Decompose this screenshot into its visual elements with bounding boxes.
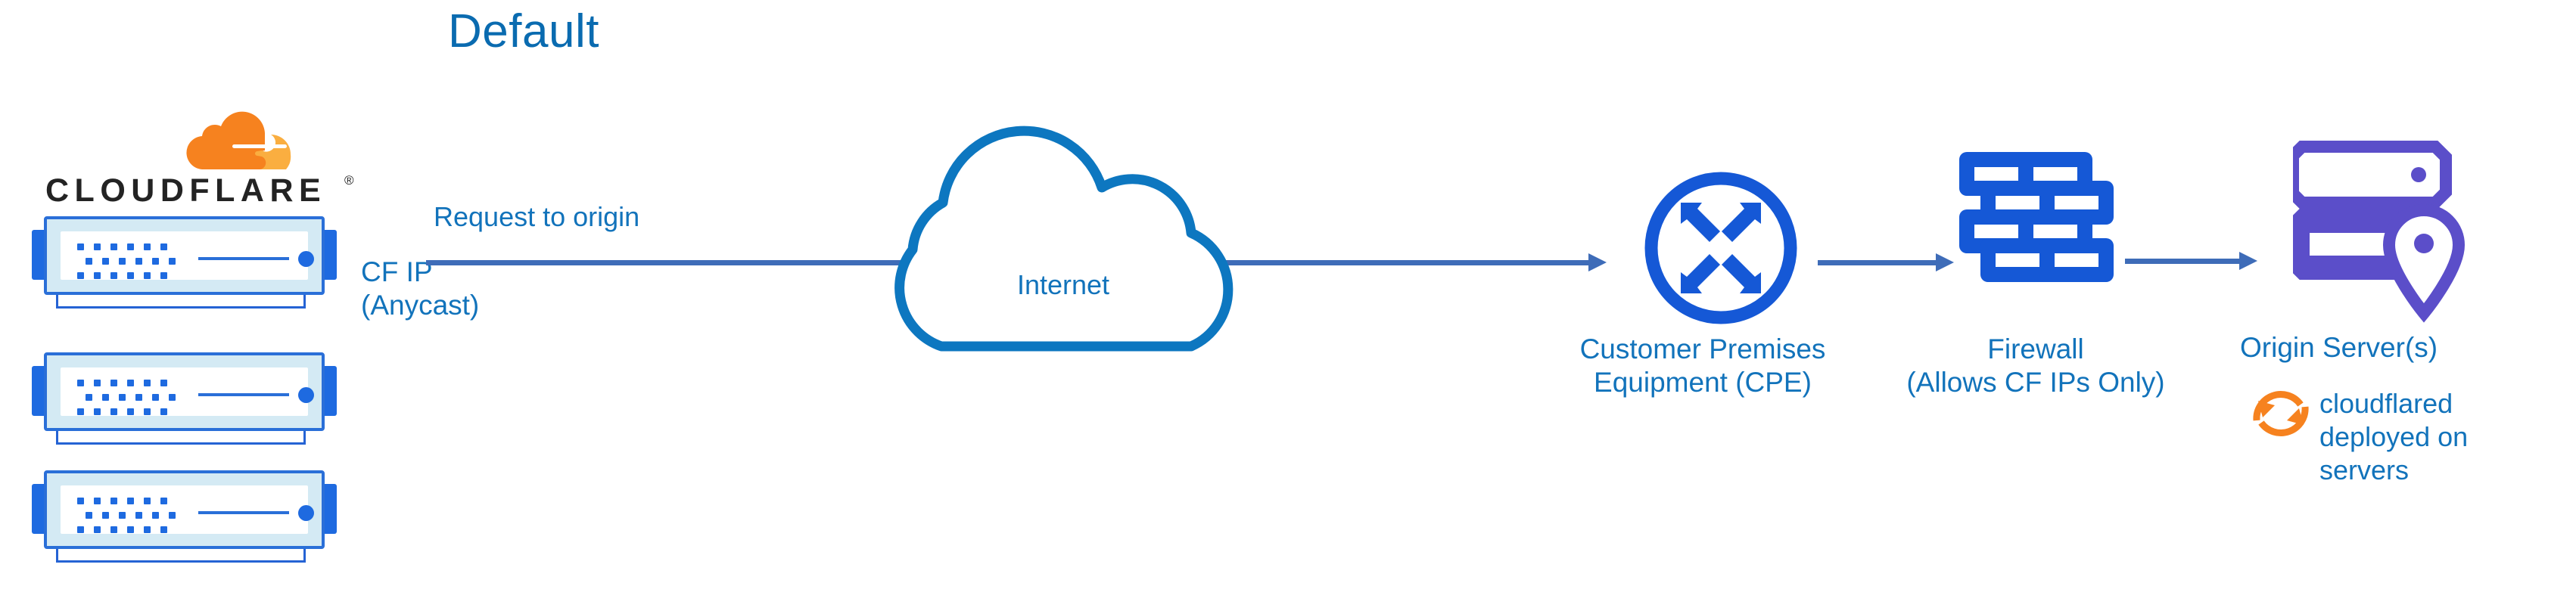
cloudflare-edge-server-1: [27, 213, 341, 310]
router-icon: [1644, 172, 1797, 324]
cf-ip-anycast-label: CF IP (Anycast): [361, 256, 479, 322]
internet-label: Internet: [1016, 269, 1110, 300]
cpe-label-line-1: Customer Premises: [1579, 333, 1826, 364]
refresh-cycle-icon: [2253, 391, 2309, 436]
server-status-line-icon: [198, 257, 289, 260]
cloudflared-annotation-label: cloudflared deployed on servers: [2319, 387, 2468, 487]
cloudflare-edge-server-3: [27, 467, 341, 564]
cpe-label: Customer Premises Equipment (CPE): [1476, 333, 1930, 399]
server-power-indicator-icon: [298, 505, 314, 521]
origin-server-label: Origin Server(s): [2240, 332, 2438, 363]
arrow-shaft: [2125, 259, 2241, 264]
request-to-origin-label: Request to origin: [434, 201, 640, 232]
server-front-panel: [61, 485, 314, 534]
cloudflared-line-1: cloudflared: [2319, 388, 2453, 419]
brick-wall-icon: [1959, 152, 2114, 282]
cloudflared-line-3: servers: [2319, 454, 2410, 485]
server-power-indicator-icon: [298, 251, 314, 267]
server-status-line-icon: [198, 393, 289, 396]
internet-cloud-icon: [894, 126, 1234, 352]
arrow-firewall-to-origin: [2125, 252, 2257, 270]
arrow-head-icon: [2239, 252, 2257, 270]
cf-ip-line-1: CF IP: [361, 256, 433, 287]
server-location-icon: [2293, 141, 2466, 323]
cloudflare-cloud-mark-icon: [186, 111, 291, 169]
page-title: Default: [448, 5, 599, 57]
server-front-panel: [61, 231, 314, 280]
server-chassis: [44, 216, 325, 295]
cloudflare-logo: CLOUDFLARE ®: [45, 107, 357, 213]
server-status-line-icon: [198, 511, 289, 514]
arrow-cpe-to-firewall: [1818, 253, 1954, 271]
firewall-label: Firewall (Allows CF IPs Only): [1869, 333, 2202, 399]
cf-ip-line-2: (Anycast): [361, 290, 480, 321]
server-front-panel: [61, 367, 314, 416]
arrow-head-icon: [1936, 253, 1954, 271]
server-chassis: [44, 352, 325, 431]
server-port-grid-icon: [77, 380, 176, 416]
server-chassis: [44, 470, 325, 549]
server-power-indicator-icon: [298, 387, 314, 403]
server-port-grid-icon: [77, 243, 176, 280]
firewall-label-line-2: (Allows CF IPs Only): [1906, 367, 2165, 398]
cloudflare-edge-server-2: [27, 349, 341, 446]
arrow-shaft: [1818, 260, 1937, 265]
firewall-label-line-1: Firewall: [1987, 333, 2084, 364]
server-port-grid-icon: [77, 498, 176, 534]
cloudflare-wordmark: CLOUDFLARE: [45, 172, 327, 209]
cpe-label-line-2: Equipment (CPE): [1594, 367, 1812, 398]
cloudflared-line-2: deployed on: [2319, 421, 2469, 452]
registered-trademark-icon: ®: [344, 173, 354, 188]
arrow-head-icon: [1588, 253, 1607, 271]
